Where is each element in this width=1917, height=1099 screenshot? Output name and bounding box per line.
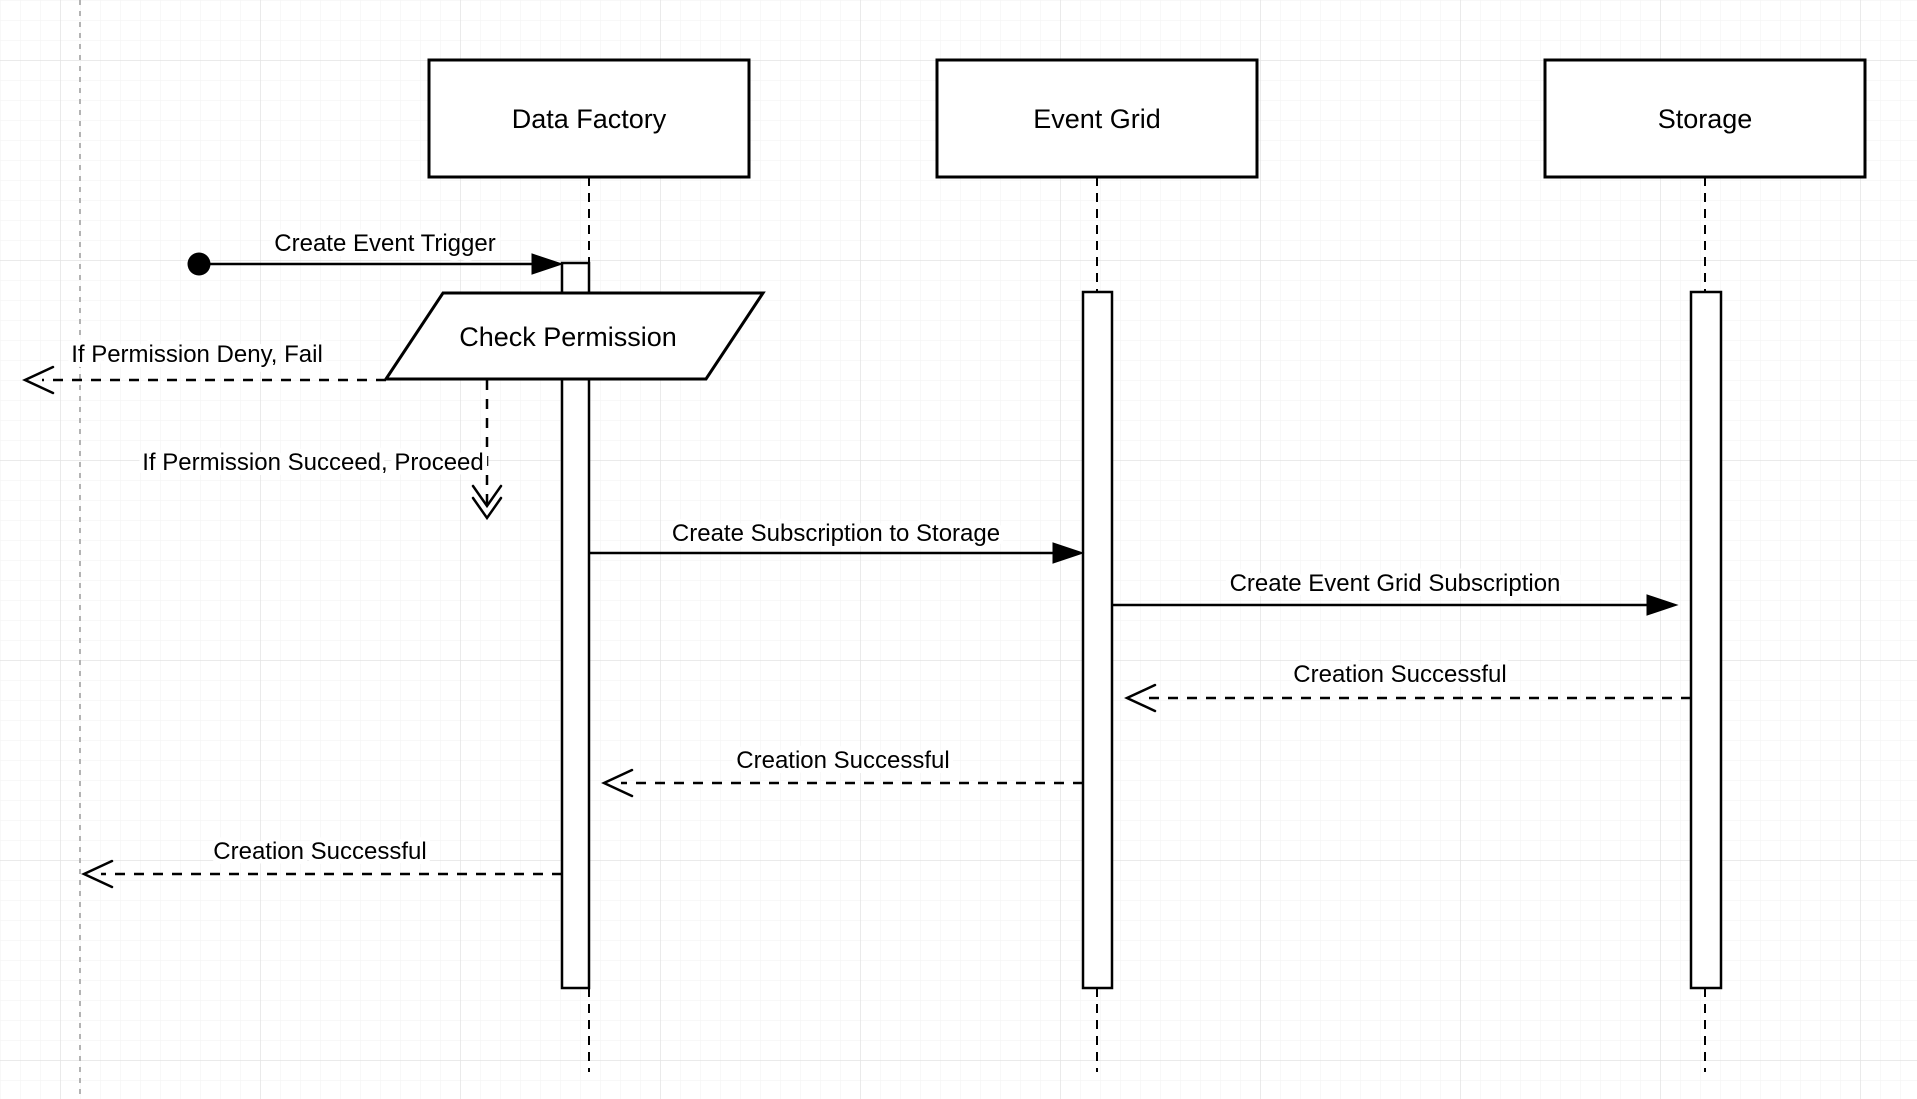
activation-bar-data-factory[interactable] — [560, 261, 591, 990]
arrowhead-filled-right-icon — [1646, 594, 1679, 616]
arrowhead-chevron-down-icon — [471, 496, 503, 521]
actor-box-event-grid[interactable] — [935, 58, 1259, 179]
actor-event-grid[interactable]: Event Grid — [935, 58, 1259, 179]
process-check-permission[interactable]: Check Permission — [383, 291, 766, 381]
svg-text:Creation Successful: Creation Successful — [213, 838, 426, 865]
message-create-event-grid-subscription[interactable]: Create Event Grid Subscription Create Ev… — [1112, 565, 1679, 616]
message-label[interactable]: Create Subscription to Storage — [672, 520, 1000, 547]
svg-text:Creation Successful: Creation Successful — [736, 747, 949, 774]
actor-label-event-grid: Event Grid — [1033, 104, 1161, 134]
message-permission-deny-fail[interactable]: If Permission Deny, Fail If Permission D… — [22, 336, 386, 395]
start-point-dot[interactable] — [187, 252, 211, 276]
message-label[interactable]: Create Event Trigger — [274, 230, 495, 257]
arrowhead-chevron-down-icon — [471, 484, 503, 509]
message-create-event-trigger[interactable]: Create Event Trigger Create Event Trigge… — [187, 225, 564, 276]
actor-storage[interactable]: Storage — [1543, 58, 1867, 179]
arrowhead-filled-right-icon — [1052, 542, 1085, 564]
actor-label-data-factory: Data Factory — [512, 104, 667, 134]
svg-text:If Permission Deny, Fail: If Permission Deny, Fail — [71, 341, 323, 368]
arrowhead-open-left-icon — [81, 859, 114, 889]
message-label[interactable]: Creation Successful — [213, 838, 426, 865]
actor-box-storage[interactable] — [1543, 58, 1867, 179]
actor-label-storage: Storage — [1658, 104, 1753, 134]
arrowhead-open-left-icon — [22, 365, 55, 395]
arrowhead-filled-right-icon — [531, 253, 564, 275]
svg-text:Create Subscription to Storage: Create Subscription to Storage — [672, 520, 1000, 547]
parallelogram-shape[interactable] — [383, 291, 766, 381]
actor-box-data-factory[interactable] — [427, 58, 751, 179]
actor-data-factory[interactable]: Data Factory — [427, 58, 751, 179]
svg-text:Create Event Trigger: Create Event Trigger — [274, 230, 495, 257]
message-creation-successful-storage-to-eventgrid[interactable]: Creation Successful Creation Successful — [1124, 656, 1691, 713]
message-label[interactable]: Creation Successful — [736, 747, 949, 774]
svg-text:Creation Successful: Creation Successful — [1293, 661, 1506, 688]
arrowhead-open-left-icon — [1124, 683, 1157, 713]
message-label[interactable]: Create Event Grid Subscription — [1230, 570, 1561, 597]
message-label[interactable]: If Permission Deny, Fail — [71, 341, 323, 368]
svg-text:If Permission Succeed, Proceed: If Permission Succeed, Proceed — [142, 449, 484, 476]
message-creation-successful-eventgrid-to-datafactory[interactable]: Creation Successful Creation Successful — [601, 742, 1083, 798]
message-create-subscription-to-storage[interactable]: Create Subscription to Storage Create Su… — [590, 515, 1085, 564]
activation-bar-event-grid[interactable] — [1081, 290, 1114, 990]
process-label[interactable]: Check Permission — [459, 322, 677, 352]
message-permission-succeed-proceed[interactable]: If Permission Succeed, Proceed If Permis… — [137, 380, 503, 521]
message-creation-successful-datafactory-to-left[interactable]: Creation Successful Creation Successful — [81, 833, 562, 889]
svg-text:Create Event Grid Subscription: Create Event Grid Subscription — [1230, 570, 1561, 597]
activation-bar-storage[interactable] — [1689, 290, 1723, 990]
message-label[interactable]: Creation Successful — [1293, 661, 1506, 688]
arrowhead-open-left-icon — [601, 768, 634, 798]
message-label[interactable]: If Permission Succeed, Proceed — [142, 449, 484, 476]
